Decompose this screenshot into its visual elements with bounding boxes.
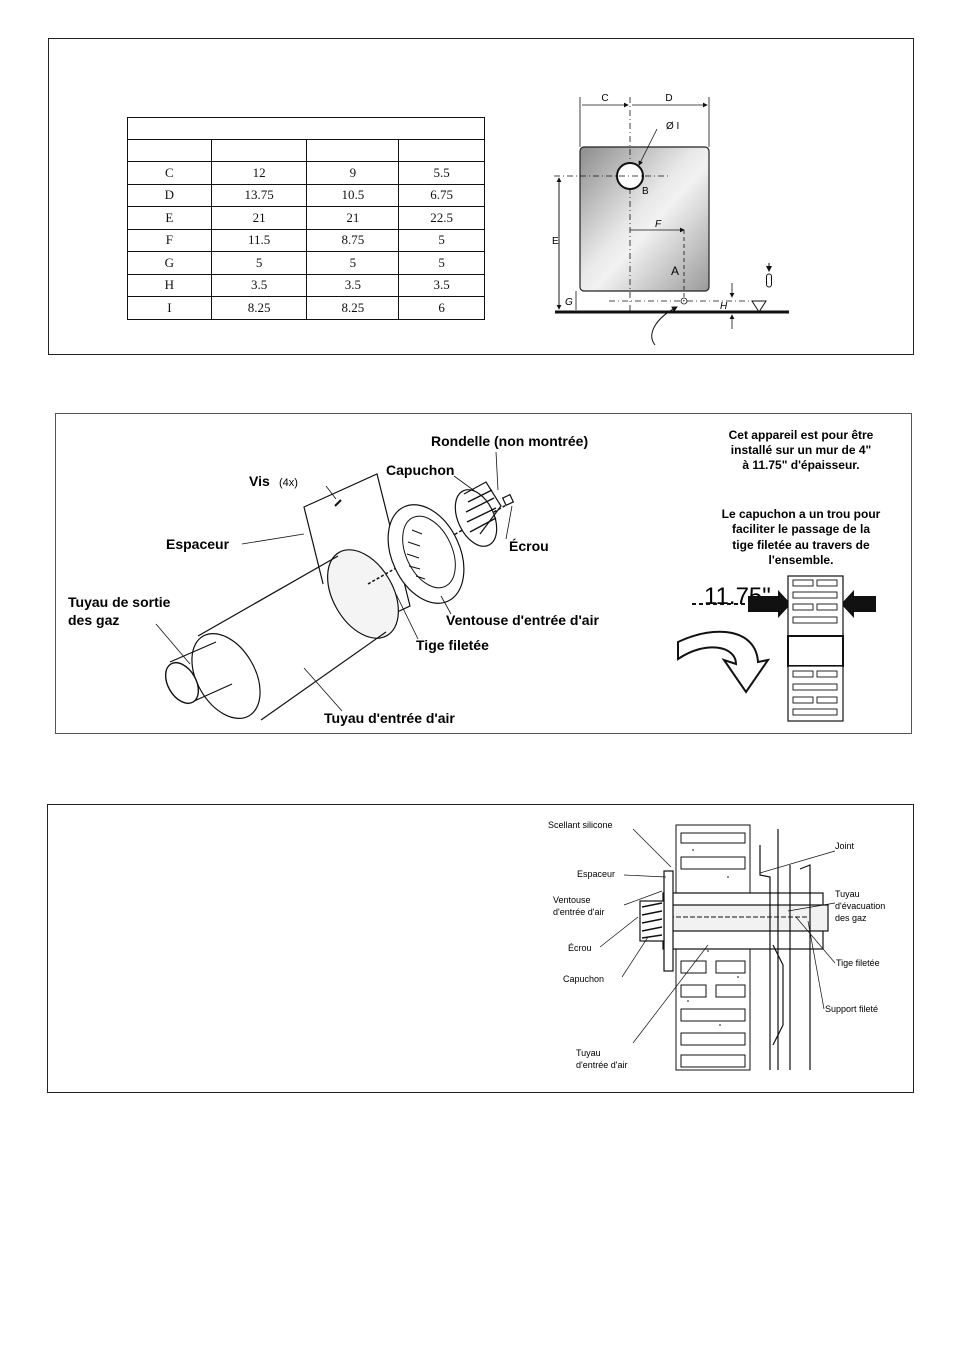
table-cell: 5.5 (398, 161, 485, 185)
label-rondelle: Rondelle (non montrée) (431, 433, 588, 449)
table-cell: 13.75 (210, 183, 308, 207)
table-cell: 12 (210, 161, 308, 185)
vent-hole (616, 162, 644, 190)
screw (334, 499, 342, 507)
section-diagram: Scellant silicone Espaceur Ventouse d'en… (548, 820, 885, 1071)
probe-icon (766, 273, 772, 288)
label-scellant: Scellant silicone (548, 820, 613, 830)
cap (639, 900, 665, 942)
note2-line4: l'ensemble. (769, 553, 834, 567)
exhaust-pipe (662, 904, 829, 932)
label-ventouse-1: Ventouse (553, 895, 591, 905)
spacer (663, 870, 674, 972)
arrow-right-icon (748, 590, 791, 618)
label-capuchon: Capuchon (386, 462, 454, 478)
air-intake-pipe-end (327, 549, 399, 639)
label-ventouse: Ventouse d'entrée d'air (446, 612, 599, 628)
exhaust-pipe (164, 662, 200, 704)
note2-line3: tige filetée au travers de (732, 538, 870, 552)
label-tige: Tige filetée (416, 637, 489, 653)
label-g: G (565, 297, 573, 308)
table-cell: 5 (398, 251, 485, 275)
label-joint: Joint (835, 841, 855, 851)
curved-arrow-icon (677, 630, 771, 694)
table-cell: 11.5 (210, 228, 308, 252)
table-cell: 10.5 (306, 183, 400, 207)
label-f: F (655, 219, 662, 230)
label-support: Support fileté (825, 1004, 878, 1014)
label-ecrou: Écrou (509, 538, 549, 554)
appliance-side (759, 829, 811, 1070)
section-panel: Scellant silicone Espaceur Ventouse d'en… (47, 804, 914, 1093)
label-espaceur: Espaceur (577, 869, 615, 879)
label-ventouse-2: d'entrée d'air (553, 907, 604, 917)
table-cell: 8.25 (306, 296, 400, 320)
label-tuyau-evac-3: des gaz (835, 913, 867, 923)
label-tuyau-sortie-1: Tuyau de sortie (68, 594, 171, 610)
clearance-diagram: C D Ø I B E F A G H (552, 93, 789, 346)
table-cell: 6.75 (398, 183, 485, 207)
note1-line1: Cet appareil est pour être (729, 428, 874, 442)
label-c: C (601, 93, 608, 104)
table-cell: C (127, 161, 212, 185)
label-h: H (720, 301, 728, 312)
table-cell: 6 (398, 296, 485, 320)
label-a: A (671, 264, 679, 278)
cap-hole-note: Le capuchon a un trou pour faciliter le … (722, 507, 881, 567)
table-cell: 8.75 (306, 228, 400, 252)
label-tuyau-entree-1: Tuyau (576, 1048, 601, 1058)
label-d: D (665, 93, 672, 104)
nut (501, 493, 515, 507)
label-tige: Tige filetée (836, 958, 880, 968)
table-cell: 21 (210, 206, 308, 230)
level-icon (751, 300, 767, 313)
label-tuyau-evac-2: d'évacuation (835, 901, 885, 911)
table-cell: 5 (398, 228, 485, 252)
table-cell: 8.25 (210, 296, 308, 320)
assembly-panel: Rondelle (non montrée) Capuchon Vis (4x)… (55, 413, 912, 734)
table-cell: 22.5 (398, 206, 485, 230)
note1-line2: installé sur un mur de 4" (731, 443, 871, 457)
label-vis-count: (4x) (279, 477, 298, 489)
appliance-plate (579, 146, 710, 292)
table-cell: 9 (306, 161, 400, 185)
air-intake-pipe (191, 633, 261, 719)
label-tuyau-entree: Tuyau d'entrée d'air (324, 710, 455, 726)
label-b: B (642, 186, 649, 197)
label-espaceur: Espaceur (166, 536, 230, 552)
note1-line3: à 11.75" d'épaisseur. (742, 458, 859, 472)
note2-line2: faciliter le passage de la (732, 522, 870, 536)
label-tuyau-entree-2: d'entrée d'air (576, 1060, 627, 1070)
label-tuyau-evac-1: Tuyau (835, 889, 860, 899)
label-tuyau-sortie-2: des gaz (68, 612, 119, 628)
wall-thickness-note: Cet appareil est pour être installé sur … (729, 428, 874, 472)
table-header-row (127, 139, 485, 162)
table-cell: E (127, 206, 212, 230)
arrow-left-icon (841, 590, 876, 618)
label-ecrou: Écrou (568, 943, 592, 953)
brick-wall-icon (787, 575, 844, 722)
assembly-diagram: Rondelle (non montrée) Capuchon Vis (4x)… (68, 428, 881, 726)
table-cell: 21 (306, 206, 400, 230)
label-capuchon: Capuchon (563, 974, 604, 984)
label-vis: Vis (249, 473, 270, 489)
note2-line1: Le capuchon a un trou pour (722, 507, 881, 521)
label-e: E (552, 236, 559, 247)
label-i: Ø I (666, 121, 679, 132)
